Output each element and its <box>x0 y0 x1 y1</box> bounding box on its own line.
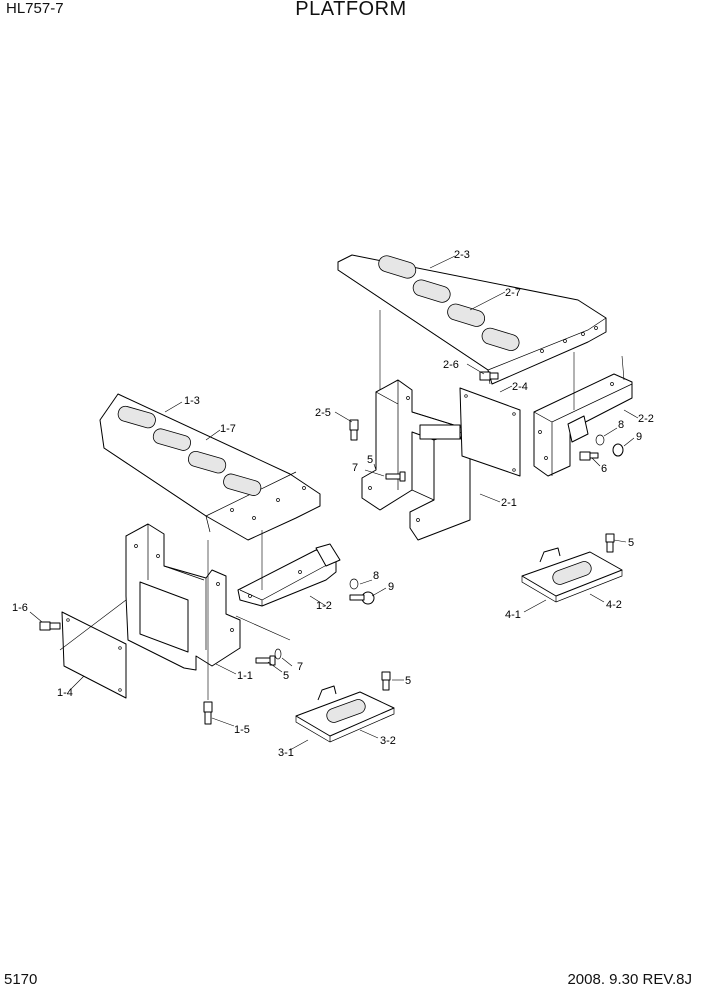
revision-date: 2008. 9.30 REV.8J <box>567 971 692 988</box>
callout-1-4: 1-4 <box>57 687 73 699</box>
callout-1-7: 1-7 <box>220 423 236 435</box>
right-bracket-2-1 <box>361 379 471 541</box>
bolt-5-step4 <box>605 533 615 553</box>
callout-3-1: 3-1 <box>278 747 294 759</box>
page-title: PLATFORM <box>295 0 407 20</box>
right-cover-plate-2-4 <box>459 387 521 477</box>
leader-lines <box>29 255 639 751</box>
callout-2-4: 2-4 <box>512 381 528 393</box>
callout-2-2: 2-2 <box>638 413 654 425</box>
step-4 <box>521 547 623 603</box>
model-number: HL757-7 <box>6 0 64 17</box>
left-cover-plate-1-4 <box>61 611 127 699</box>
callout-5-right: 5 <box>367 454 373 466</box>
callout-labels: 2-3 2-7 2-6 2-4 2-5 2-2 8 9 6 5 7 2-1 1-… <box>12 249 654 759</box>
callout-4-2: 4-2 <box>606 599 622 611</box>
callout-1-5: 1-5 <box>234 724 250 736</box>
right-step-plate-2-3 <box>337 254 607 385</box>
bolt-5-step3 <box>381 671 391 691</box>
callout-7-left: 7 <box>297 661 303 673</box>
callout-2-3: 2-3 <box>454 249 470 261</box>
callout-8-right: 8 <box>618 419 624 431</box>
callout-1-1: 1-1 <box>237 670 253 682</box>
callout-9-left: 9 <box>388 581 394 593</box>
callout-5-left: 5 <box>283 670 289 682</box>
left-bracket-1-1 <box>125 523 241 671</box>
bolt-5-left <box>255 655 276 666</box>
right-support-2-2 <box>533 373 633 477</box>
nut-9-right <box>612 443 624 457</box>
bolt-2-6 <box>479 371 499 381</box>
callout-9-right: 9 <box>636 431 642 443</box>
callout-6-right: 6 <box>601 463 607 475</box>
bolt-1-5 <box>203 701 213 725</box>
bolt-7-right <box>385 471 406 482</box>
washer-8-right <box>595 434 605 446</box>
callout-1-3: 1-3 <box>184 395 200 407</box>
callout-5-step4: 5 <box>628 537 634 549</box>
callout-8-left: 8 <box>373 570 379 582</box>
bolt-6-right <box>579 451 599 461</box>
callout-1-2: 1-2 <box>316 600 332 612</box>
callout-7-right: 7 <box>352 462 358 474</box>
left-step-plate-1-3 <box>99 393 321 541</box>
bolt-9-left <box>349 591 375 605</box>
bolt-1-6 <box>39 621 61 631</box>
step-3 <box>295 685 395 743</box>
callout-2-5: 2-5 <box>315 407 331 419</box>
washer-8-left <box>349 578 359 590</box>
washer-7-left <box>274 648 282 660</box>
page-number: 5170 <box>4 971 38 988</box>
callout-2-6: 2-6 <box>443 359 459 371</box>
callout-1-6: 1-6 <box>12 602 28 614</box>
left-support-1-2 <box>237 543 341 607</box>
callout-5-step3: 5 <box>405 675 411 687</box>
callout-2-7: 2-7 <box>505 287 521 299</box>
bolt-2-5 <box>349 419 359 441</box>
callout-4-1: 4-1 <box>505 609 521 621</box>
callout-2-1: 2-1 <box>501 497 517 509</box>
callout-3-2: 3-2 <box>380 735 396 747</box>
